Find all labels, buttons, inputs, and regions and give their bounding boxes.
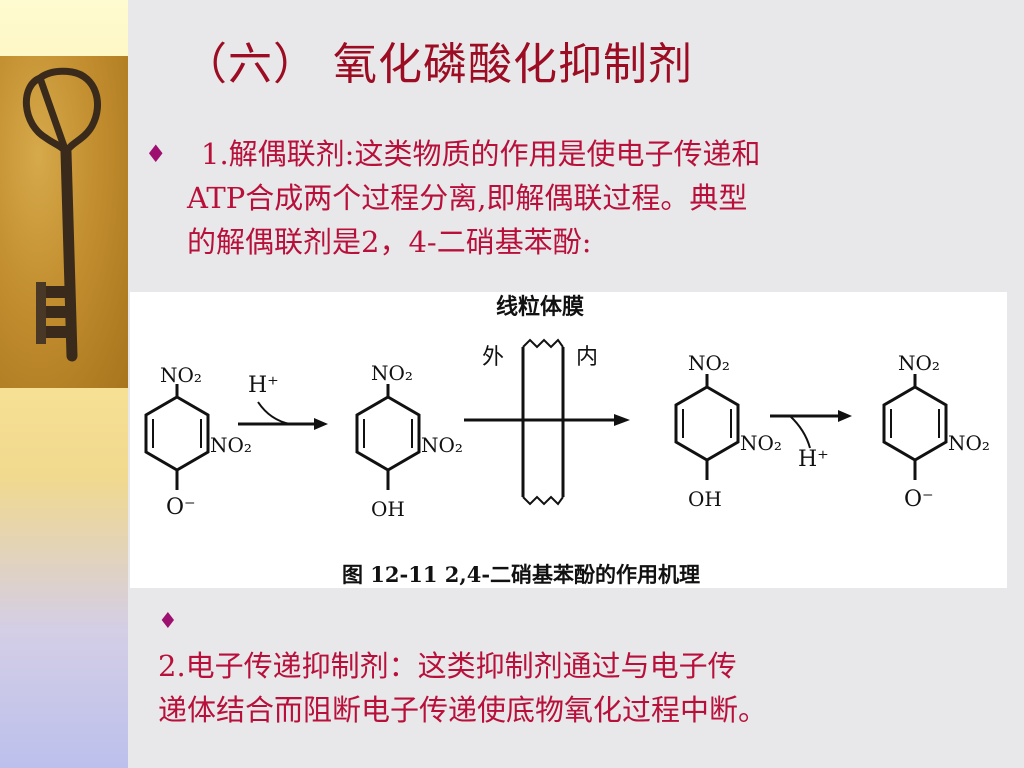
no2-label: NO₂ bbox=[898, 351, 940, 375]
para2-line-1-text: 2.电子传递抑制剂：这类抑制剂通过与电子传 bbox=[158, 649, 737, 683]
outside-label: 外 bbox=[482, 345, 504, 370]
arrow-head bbox=[614, 414, 630, 426]
para2-line-2: 递体结合而阻断电子传递使底物氧化过程中断。 bbox=[158, 693, 768, 727]
para1-line-3: 的解偶联剂是2，4-二硝基苯酚: bbox=[187, 225, 592, 259]
molecule-phenol-inside bbox=[674, 374, 740, 480]
diamond-bullet-icon: ♦ bbox=[145, 140, 167, 168]
no2-label: NO₂ bbox=[740, 431, 782, 455]
no2-label: NO₂ bbox=[371, 361, 413, 385]
para1-line-1: 1.解偶联剂:这类物质的作用是使电子传递和 bbox=[201, 137, 761, 171]
diamond-bullet-icon: ♦ bbox=[158, 609, 178, 634]
no2-label: NO₂ bbox=[160, 363, 202, 387]
no2-label: NO₂ bbox=[210, 433, 252, 457]
o-minus-label: O⁻ bbox=[904, 487, 934, 512]
dnp-mechanism-figure: 线粒体膜 外 内 NO₂ NO₂ O⁻ H⁺ bbox=[130, 292, 1007, 588]
oh-label: OH bbox=[688, 487, 722, 511]
key-icon bbox=[23, 67, 101, 362]
paragraph-electron-transport-inhibitors: ♦ 2.电子传递抑制剂：这类抑制剂通过与电子传 递体结合而阻断电子传递使底物氧化过… bbox=[158, 600, 1008, 732]
oh-label: OH bbox=[371, 497, 405, 521]
membrane-label: 线粒体膜 bbox=[496, 294, 584, 320]
molecule-phenolate-outside bbox=[144, 384, 210, 490]
para2-line-1: ♦ 2.电子传递抑制剂：这类抑制剂通过与电子传 bbox=[158, 600, 1008, 688]
figure-caption: 图 12-11 2,4-二硝基苯酚的作用机理 bbox=[342, 562, 700, 587]
molecule-phenolate-inside bbox=[882, 374, 948, 480]
inside-label: 内 bbox=[576, 345, 598, 370]
para1-line-2: ATP合成两个过程分离,即解偶联过程。典型 bbox=[187, 181, 748, 215]
h-plus-label: H⁺ bbox=[798, 447, 829, 472]
key-photo bbox=[0, 56, 128, 388]
o-minus-label: O⁻ bbox=[166, 495, 196, 520]
arrow-head bbox=[314, 418, 328, 430]
slide-title: （六） 氧化磷酸化抑制剂 bbox=[183, 39, 693, 90]
molecule-phenol-outside bbox=[355, 384, 421, 490]
h-plus-label: H⁺ bbox=[248, 373, 279, 398]
arrow-head bbox=[838, 410, 852, 422]
no2-label: NO₂ bbox=[948, 431, 990, 455]
no2-label: NO₂ bbox=[421, 433, 463, 457]
membrane bbox=[521, 338, 565, 506]
no2-label: NO₂ bbox=[688, 351, 730, 375]
